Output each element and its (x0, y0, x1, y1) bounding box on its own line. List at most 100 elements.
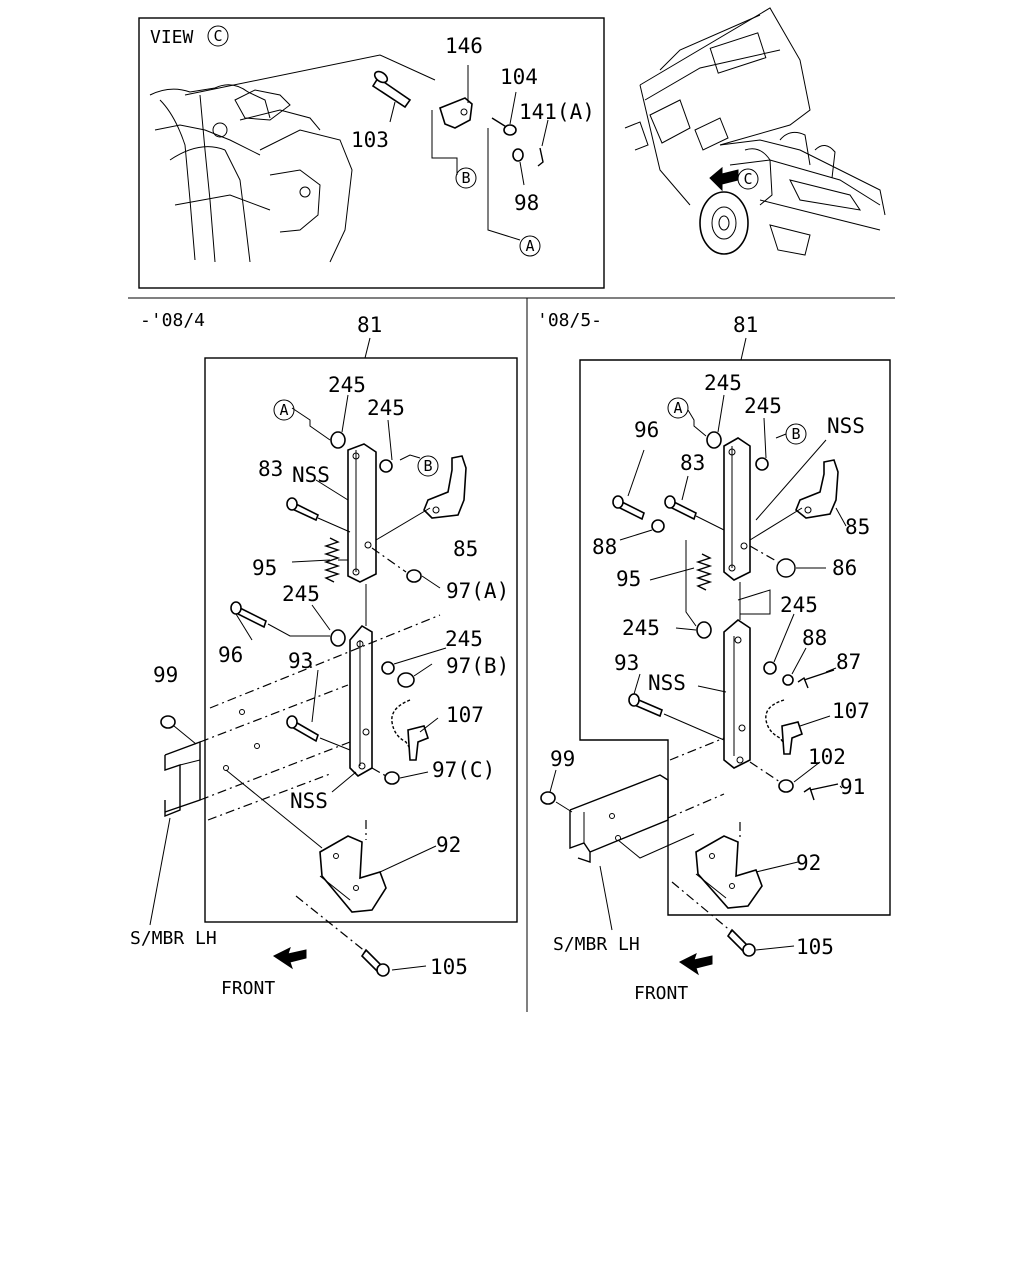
right-callout-85: 85 (845, 515, 870, 539)
left-arm-85 (375, 455, 467, 541)
right-side-member (569, 737, 725, 863)
truck-marker-label: C (743, 170, 752, 188)
right-bushing-245-a (706, 431, 722, 449)
left-bushing-245-c (330, 629, 346, 647)
left-nut-97b (397, 672, 415, 688)
left-nut-97c (384, 771, 400, 785)
right-panel: '08/5- 81 (537, 310, 891, 1004)
right-washer-88-b (782, 674, 794, 686)
left-callout-nss-1: NSS (292, 463, 330, 487)
left-panel: -'08/4 81 (130, 310, 518, 999)
truck-marker-circle: C (737, 168, 759, 190)
left-callout-96: 96 (218, 643, 243, 667)
left-callout-105: 105 (430, 955, 468, 979)
left-callout-92: 92 (436, 833, 461, 857)
view-c-frame (138, 17, 605, 289)
left-callout-85: 85 (453, 537, 478, 561)
left-washer-245-d (381, 661, 395, 675)
right-callout-105: 105 (796, 935, 834, 959)
right-spring-95 (685, 540, 713, 627)
right-washer-245-d (763, 661, 777, 675)
left-callout-93: 93 (288, 649, 313, 673)
right-callout-92: 92 (796, 851, 821, 875)
right-callout-245-1: 245 (704, 371, 742, 395)
right-pin-87 (797, 669, 835, 689)
right-callout-86: 86 (832, 556, 857, 580)
right-front-arrow (679, 953, 713, 976)
right-callout-93: 93 (614, 651, 639, 675)
callout-103: 103 (351, 128, 389, 152)
view-title: VIEW (150, 27, 194, 48)
right-callout-88-1: 88 (592, 535, 617, 559)
left-side-member (164, 614, 441, 821)
right-bracket-92 (695, 822, 763, 909)
callout-141a: 141(A) (519, 100, 595, 124)
view-ref-a-label: A (525, 237, 534, 255)
right-callout-245-4: 245 (622, 616, 660, 640)
left-callout-83: 83 (258, 457, 283, 481)
leader-ref-b (431, 110, 458, 175)
right-label-smbr: S/MBR LH (553, 934, 640, 955)
left-callout-97a: 97(A) (446, 579, 509, 603)
right-washer-245-b (755, 457, 769, 471)
left-assembly-frame (204, 357, 518, 923)
right-callout-nss-1: NSS (827, 414, 865, 438)
left-spring-95 (323, 537, 348, 583)
right-snap-ring-86 (776, 558, 796, 578)
right-callout-102: 102 (808, 745, 846, 769)
right-callout-99: 99 (550, 747, 575, 771)
right-pin-83 (664, 495, 725, 531)
right-ref-b-label: B (791, 425, 800, 443)
view-c-inset: VIEW C (138, 17, 605, 289)
left-callout-107: 107 (446, 703, 484, 727)
left-bushing-245-a (330, 431, 346, 449)
left-front-arrow (273, 947, 307, 970)
truck-sketch: C (624, 7, 886, 256)
pin-103 (371, 70, 412, 109)
callout-98: 98 (514, 191, 539, 215)
right-callout-245-3: 245 (780, 593, 818, 617)
washer-98 (512, 148, 525, 186)
right-callout-81: 81 (733, 313, 758, 337)
left-pin-96 (230, 601, 330, 637)
leader-103 (389, 101, 396, 123)
right-callout-245-2: 245 (744, 394, 782, 418)
left-range-label: -'08/4 (140, 310, 205, 331)
clip-141a (537, 119, 549, 167)
right-pin-96 (612, 495, 645, 521)
front-wheel (699, 191, 749, 255)
right-callout-107: 107 (832, 699, 870, 723)
left-ref-b-circle: B (417, 455, 439, 477)
right-callout-87: 87 (836, 650, 861, 674)
right-chain-107 (765, 699, 803, 755)
bolt-104 (491, 91, 517, 136)
left-bracket-92 (319, 820, 387, 913)
view-marker-circle: C (207, 25, 229, 47)
right-bolt-105 (671, 881, 756, 957)
right-range-label: '08/5- (537, 310, 602, 331)
left-nut-99 (160, 715, 176, 729)
right-label-front: FRONT (634, 983, 688, 1004)
right-ref-a-label: A (673, 399, 682, 417)
left-callout-95: 95 (252, 556, 277, 580)
right-lower-link (723, 618, 751, 769)
right-ref-a-circle: A (667, 397, 689, 419)
view-marker-label: C (213, 27, 222, 45)
right-callout-91: 91 (840, 775, 865, 799)
bracket-146 (439, 65, 473, 129)
right-assembly-frame (579, 359, 891, 916)
right-callout-95: 95 (616, 567, 641, 591)
right-pin-91 (803, 783, 839, 801)
right-ref-b-circle: B (785, 423, 807, 445)
right-nut-99 (540, 791, 556, 805)
left-callout-245-4: 245 (445, 627, 483, 651)
right-bushing-245-c (696, 621, 712, 639)
left-lower-link (349, 624, 373, 777)
view-ref-b-circle: B (455, 167, 477, 189)
left-washer-245-b (379, 459, 393, 473)
left-ref-a-circle: A (273, 399, 295, 421)
left-nut-97a (406, 569, 422, 583)
right-callout-96: 96 (634, 418, 659, 442)
left-callout-245-1: 245 (328, 373, 366, 397)
